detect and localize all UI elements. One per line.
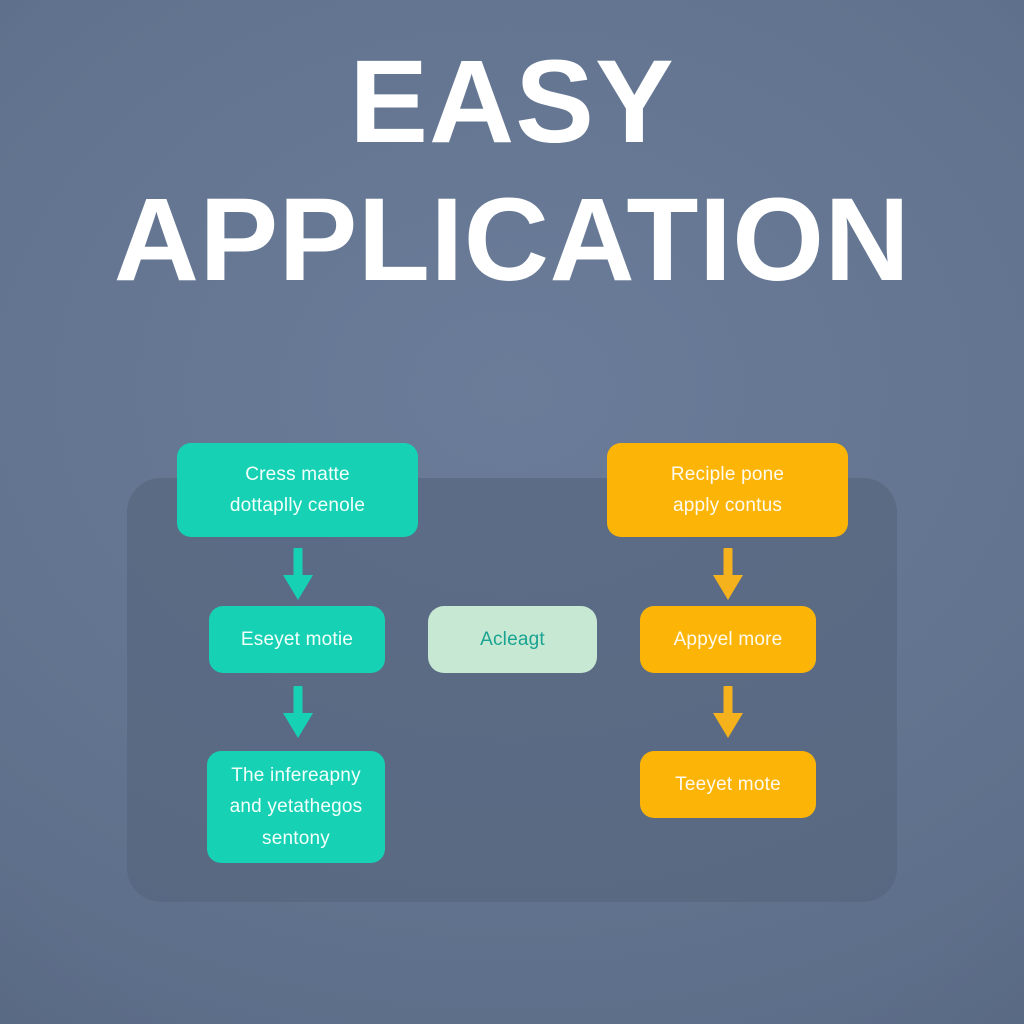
flow-node-right-2-label: Appyel more — [673, 628, 783, 650]
arrow-down-icon-left-1 — [281, 548, 315, 600]
arrow-shaft — [723, 548, 733, 578]
arrow-shaft — [723, 686, 733, 716]
flow-node-right-3[interactable]: Teeyet mote — [640, 751, 816, 818]
arrow-head — [713, 713, 743, 738]
flow-node-right-1[interactable]: Reciple pone apply contus — [607, 443, 848, 537]
arrow-head — [283, 713, 313, 738]
flow-node-left-1-label: Cress matte dottaplly cenole — [229, 463, 366, 516]
flow-node-center-label: Acleagt — [480, 628, 545, 650]
flow-node-right-3-label: Teeyet mote — [675, 773, 781, 795]
arrow-head — [713, 575, 743, 600]
flow-node-right-1-label: Reciple pone apply contus — [670, 463, 785, 516]
flow-node-center[interactable]: Acleagt — [428, 606, 597, 673]
flow-node-left-2-label: Eseyet motie — [240, 628, 354, 650]
arrow-shaft — [293, 548, 303, 578]
flow-node-left-3-label: The infereapny and yetathegos sentony — [229, 764, 363, 849]
arrow-down-icon-right-1 — [711, 548, 745, 600]
arrow-down-icon-left-2 — [281, 686, 315, 738]
arrow-shaft — [293, 686, 303, 716]
flow-node-left-2[interactable]: Eseyet motie — [209, 606, 385, 673]
flow-node-left-1[interactable]: Cress matte dottaplly cenole — [177, 443, 418, 537]
arrow-down-icon-right-2 — [711, 686, 745, 738]
flow-node-left-3[interactable]: The infereapny and yetathegos sentony — [207, 751, 385, 863]
flow-node-right-2[interactable]: Appyel more — [640, 606, 816, 673]
arrow-head — [283, 575, 313, 600]
